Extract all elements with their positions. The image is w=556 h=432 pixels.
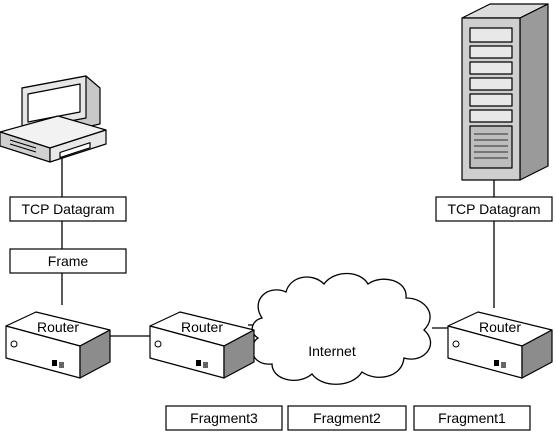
frame-label: Frame [48,253,89,269]
router-middle: Router [149,311,255,379]
router-middle-label: Router [181,319,223,335]
router-left-label: Router [37,319,79,335]
right-tcp-datagram-box: TCP Datagram [435,196,553,222]
left-tcp-datagram-label: TCP Datagram [21,201,114,217]
internet-label: Internet [308,343,356,359]
fragment2-box: Fragment2 [287,405,407,431]
tower-server-icon [461,3,549,181]
internet-cloud [251,272,432,385]
router-left: Router [5,311,111,379]
left-tcp-datagram-box: TCP Datagram [9,196,127,222]
fragment1-label: Fragment1 [438,410,506,426]
fragment2-label: Fragment2 [313,410,381,426]
fragment3-box: Fragment3 [165,405,283,431]
fragment1-box: Fragment1 [413,405,531,431]
router-right-label: Router [479,319,521,335]
right-tcp-datagram-label: TCP Datagram [447,201,540,217]
fragment3-label: Fragment3 [190,410,258,426]
desktop-computer-icon [0,75,107,163]
router-right: Router [447,311,553,379]
cloud-icon: Internet [251,272,432,385]
frame-box: Frame [9,248,127,274]
